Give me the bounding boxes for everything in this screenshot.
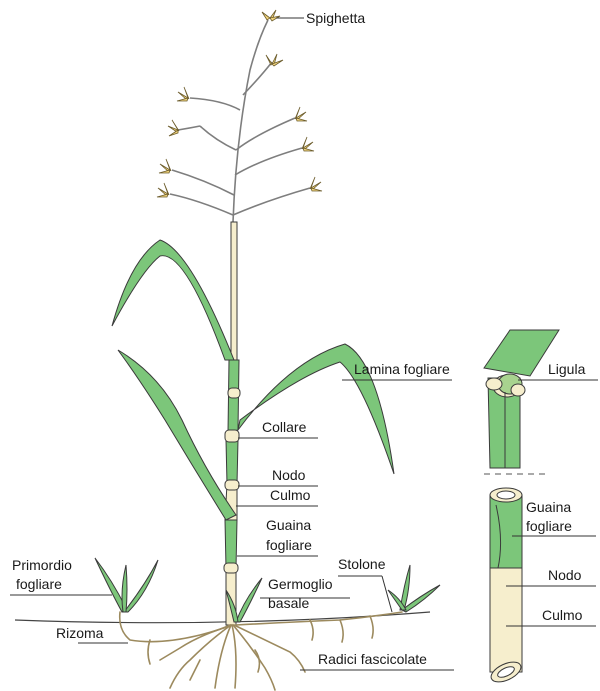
spikelet [310, 177, 322, 191]
label-culmo-detail: Culmo [542, 607, 583, 623]
label-guaina-line1: Guaina [266, 517, 311, 533]
label-ligula: Ligula [548, 361, 586, 377]
panicle [170, 20, 310, 222]
stolon-shoot [388, 565, 440, 612]
spikelet [302, 137, 314, 151]
label-nodo: Nodo [272, 467, 306, 483]
rhizome [120, 612, 230, 642]
label-guaina-line2: fogliare [266, 537, 312, 553]
label-guaina-detail-line2: fogliare [526, 518, 572, 534]
label-spighetta: Spighetta [306, 10, 365, 26]
spikelet [159, 159, 171, 173]
label-stolone: Stolone [338, 556, 386, 572]
spikelet [266, 54, 283, 66]
spikelet [177, 87, 189, 101]
ligule-detail [484, 330, 559, 468]
spikelet [168, 120, 179, 136]
collar-node [225, 430, 239, 442]
leaf-blade-lower-left [118, 350, 236, 520]
label-culmo: Culmo [270, 487, 311, 503]
node-main [225, 480, 239, 490]
label-primordio-line2: fogliare [16, 576, 62, 592]
leaf-sheath-middle [226, 440, 238, 484]
spikelet [262, 10, 280, 21]
label-rizoma: Rizoma [56, 625, 104, 641]
label-radici-fascicolate: Radici fascicolate [318, 651, 427, 667]
node-top [228, 388, 240, 398]
leaf-primordium-shoot [95, 558, 158, 612]
label-nodo-detail: Nodo [548, 567, 582, 583]
label-germoglio-line1: Germoglio [268, 576, 333, 592]
label-lamina-fogliare: Lamina fogliare [354, 361, 450, 377]
spikelet [157, 183, 169, 197]
spikelet [295, 107, 307, 121]
label-primordio-line1: Primordio [12, 557, 72, 573]
leaf-blade-upper-left [112, 240, 234, 360]
label-germoglio-line2: basale [268, 595, 309, 611]
label-guaina-detail-line1: Guaina [526, 499, 571, 515]
label-collare: Collare [262, 419, 307, 435]
upper-culm [231, 222, 237, 360]
node-lower [224, 563, 238, 573]
culm-section-detail [488, 488, 524, 686]
leaf-sheath-lower [225, 520, 237, 568]
